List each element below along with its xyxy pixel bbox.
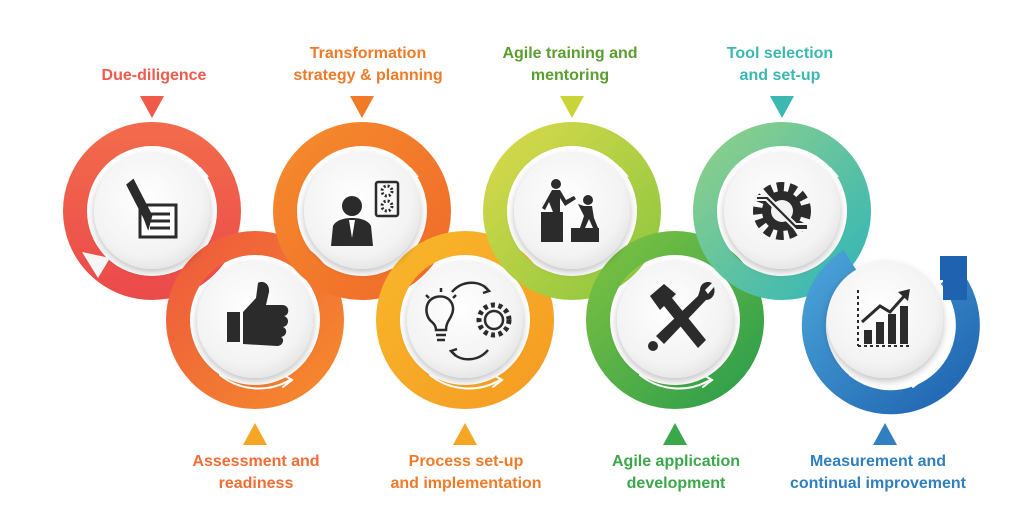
marker-process (453, 423, 477, 445)
disc-measurement (827, 262, 943, 378)
label-agile-dev: Agile application development (611, 453, 741, 492)
businessman-gears-icon (331, 180, 400, 246)
ring-transformation (273, 122, 451, 300)
ring-due-diligence (63, 122, 241, 300)
ring-tool-selection (693, 122, 871, 300)
label-process: Process set-up and implementation (390, 453, 542, 492)
path-start-cap (82, 252, 110, 278)
label-tool-selection: Tool selection and set-up (726, 45, 834, 84)
gear-wrench-icon (753, 182, 811, 240)
marker-measurement (873, 423, 897, 445)
marker-assessment (243, 423, 267, 445)
marker-agile-training (560, 96, 584, 118)
marker-due-diligence (140, 96, 164, 118)
disc-transformation (304, 153, 420, 269)
marker-transformation (350, 96, 374, 118)
ring-assessment (166, 231, 344, 409)
mentoring-climb-icon (541, 179, 599, 242)
growth-chart-icon (857, 289, 912, 347)
ring-agile-dev (586, 231, 764, 409)
label-due-diligence: Due-diligence (101, 67, 207, 84)
ring-agile-training (483, 122, 661, 300)
label-measurement: Measurement and continual improvement (789, 453, 967, 492)
disc-process (407, 262, 523, 378)
label-transformation: Transformation strategy & planning (293, 45, 443, 84)
label-agile-training: Agile training and mentoring (502, 45, 638, 84)
document-pen-icon (126, 178, 178, 239)
thumbs-up-icon (227, 281, 289, 346)
hammer-wrench-icon (648, 281, 715, 351)
ring-measurement (801, 249, 980, 415)
label-assessment: Assessment and readiness (192, 453, 320, 492)
marker-tool-selection (770, 96, 794, 118)
ring-process (376, 231, 554, 409)
ring-arrows (159, 151, 924, 390)
markers (140, 96, 897, 445)
disc-agile-training (514, 153, 630, 269)
lightbulb-gear-cycle-icon (425, 281, 512, 361)
marker-agile-dev (663, 423, 687, 445)
